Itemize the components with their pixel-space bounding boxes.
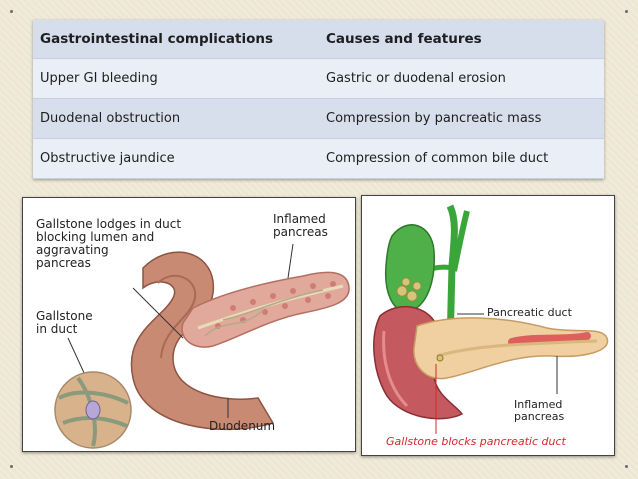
pancreatic-duct-line — [197, 284, 344, 330]
label-pancreatic-duct: Pancreatic duct — [487, 306, 572, 319]
cell-cause: Compression by pancreatic mass — [319, 98, 604, 139]
cell-complication: Duodenal obstruction — [33, 98, 319, 139]
gallbladder-pancreas-illustration — [373, 204, 609, 434]
leader-line — [287, 243, 294, 279]
pancreas-shape — [413, 317, 609, 380]
hepatic-duct — [451, 210, 470, 272]
label-duodenum: Duodenum — [209, 419, 276, 433]
complications-table: Gastrointestinal complications Causes an… — [33, 20, 604, 179]
table-row: Upper GI bleeding Gastric or duodenal er… — [33, 58, 604, 99]
leader-line — [132, 287, 184, 339]
table-row: Duodenal obstruction Compression by panc… — [33, 98, 604, 139]
table-row: Obstructive jaundice Compression of comm… — [33, 138, 604, 179]
blocking-gallstone-icon — [436, 354, 444, 362]
pancreas-duodenum-illustration — [54, 243, 350, 449]
pancreatic-duct-line — [436, 339, 598, 358]
header-complications: Gastrointestinal complications — [33, 20, 319, 59]
label-gallstone-lodges: Gallstone lodges in duct blocking lumen … — [36, 217, 182, 270]
label-gallstone-in-duct: Gallstone in duct — [36, 309, 93, 336]
header-causes: Causes and features — [319, 20, 604, 59]
corner-dot — [10, 465, 13, 468]
gallstones — [396, 277, 422, 302]
duodenum-shape — [130, 251, 275, 431]
duodenum-fold — [157, 274, 197, 359]
table-header-row: Gastrointestinal complications Causes an… — [33, 20, 604, 59]
label-inflamed-pancreas: Inflamed pancreas — [514, 398, 565, 423]
gallstone-icon — [85, 400, 101, 420]
left-illustration-panel: Gallstone lodges in duct blocking lumen … — [22, 197, 356, 452]
cell-cause: Compression of common bile duct — [319, 138, 604, 179]
corner-dot — [10, 10, 13, 13]
cell-cause: Gastric or duodenal erosion — [319, 58, 604, 99]
cell-complication: Upper GI bleeding — [33, 58, 319, 99]
corner-dot — [625, 465, 628, 468]
duodenum-fold — [382, 330, 409, 408]
label-gallstone-blocks: Gallstone blocks pancreatic duct — [386, 435, 566, 448]
duct-branches — [204, 289, 324, 337]
right-illustration-panel: Pancreatic duct Inflamed pancreas Gallst… — [361, 195, 615, 456]
inflamed-region — [508, 332, 591, 346]
cell-complication: Obstructive jaundice — [33, 138, 319, 179]
corner-dot — [625, 10, 628, 13]
label-inflamed-pancreas: Inflamed pancreas — [273, 212, 328, 239]
